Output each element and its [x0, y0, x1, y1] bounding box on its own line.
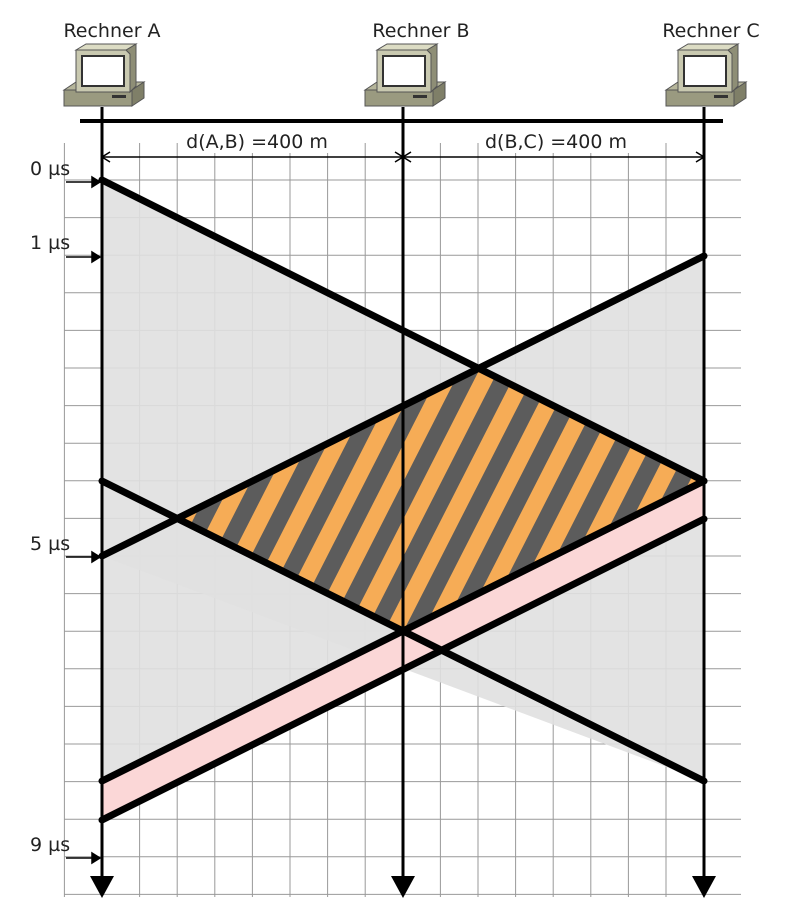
- timelines: [100, 120, 706, 878]
- time-label-0: 0 µs: [30, 158, 71, 180]
- host-label-a: Rechner A: [63, 20, 161, 42]
- timeline-arrowheads: [90, 876, 716, 898]
- computer-icon-a: [62, 43, 146, 107]
- distance-arrows: [100, 151, 706, 163]
- collision-area: [178, 368, 704, 632]
- distance-label-bc: d(B,C) =400 m: [483, 131, 629, 153]
- time-label-5: 5 µs: [30, 533, 71, 555]
- arrowhead-c: [692, 876, 716, 898]
- time-label-9: 9 µs: [30, 834, 71, 856]
- arrowhead-b: [391, 876, 415, 898]
- arrowhead-a: [90, 876, 114, 898]
- distance-label-ab: d(A,B) =400 m: [184, 131, 330, 153]
- host-label-c: Rechner C: [662, 20, 760, 42]
- host-label-b: Rechner B: [372, 20, 470, 42]
- computer-icon-b: [363, 43, 447, 107]
- time-label-1: 1 µs: [30, 232, 71, 254]
- time-arrows: [66, 175, 102, 865]
- computer-icon-c: [664, 43, 748, 107]
